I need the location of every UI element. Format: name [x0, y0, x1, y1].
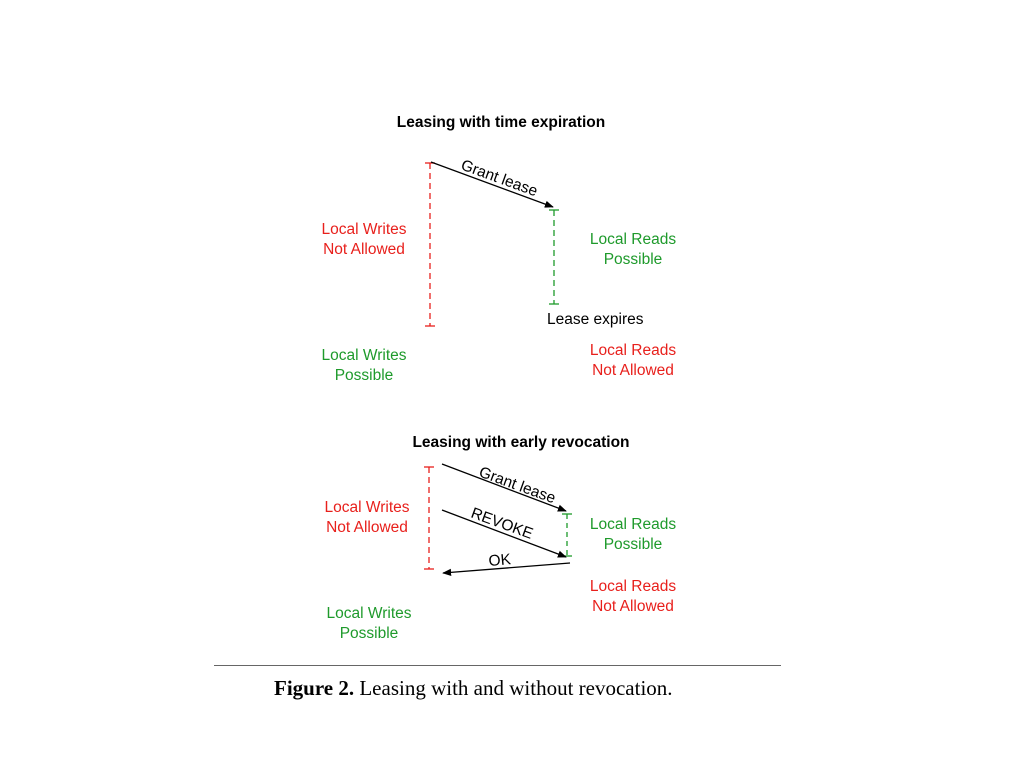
diagram2-reads-not-allowed-line2: Not Allowed: [592, 598, 674, 615]
diagram1-writes-possible-line1: Local Writes: [322, 347, 407, 364]
diagram2-revoke-label: REVOKE: [469, 505, 536, 543]
diagram2-ok-arrow: [442, 562, 571, 576]
diagram2-title: Leasing with early revocation: [412, 434, 629, 451]
diagram2-writes-possible-line1: Local Writes: [327, 605, 412, 622]
diagram1-lease-expires: Lease expires: [547, 311, 644, 328]
diagram-early-revocation: Leasing with early revocation Grant leas…: [325, 434, 677, 642]
diagram2-writes-possible-line2: Possible: [340, 625, 399, 642]
diagram2-grant-label: Grant lease: [477, 464, 558, 507]
diagram2-writes-not-allowed-line1: Local Writes: [325, 499, 410, 516]
diagram2-reads-possible-line1: Local Reads: [590, 516, 676, 533]
diagram2-writes-not-allowed-line2: Not Allowed: [326, 519, 408, 536]
diagram1-reads-possible-interval: [549, 209, 559, 305]
diagram1-reads-possible-line1: Local Reads: [590, 231, 676, 248]
diagram2-writes-blocked-interval: [424, 466, 434, 570]
diagram1-reads-not-allowed-line2: Not Allowed: [592, 362, 674, 379]
diagram1-writes-possible-line2: Possible: [335, 367, 394, 384]
caption-divider: [214, 665, 781, 666]
caption-label: Figure 2.: [274, 676, 355, 700]
diagram2-reads-possible-line2: Possible: [604, 536, 663, 553]
leasing-diagrams: Leasing with time expiration Grant lease…: [322, 114, 677, 642]
diagram1-reads-not-allowed-line1: Local Reads: [590, 342, 676, 359]
diagram1-title: Leasing with time expiration: [397, 114, 605, 131]
diagram2-revoke-arrow: [441, 509, 567, 558]
diagram1-reads-possible-line2: Possible: [604, 251, 663, 268]
diagram2-reads-not-allowed-line1: Local Reads: [590, 578, 676, 595]
diagram1-writes-blocked-interval: [425, 162, 435, 327]
diagram2-grant-arrow: [441, 463, 567, 512]
diagram-time-expiration: Leasing with time expiration Grant lease…: [322, 114, 677, 384]
caption-text: Leasing with and without revocation.: [359, 676, 673, 700]
diagram2-ok-label: OK: [488, 551, 512, 570]
diagram1-grant-label: Grant lease: [459, 157, 540, 200]
diagram1-grant-arrow: [430, 161, 554, 208]
diagram1-writes-not-allowed-line2: Not Allowed: [323, 241, 405, 258]
diagram2-reads-possible-interval: [562, 513, 572, 557]
diagram1-writes-not-allowed-line1: Local Writes: [322, 221, 407, 238]
figure-caption: Figure 2. Leasing with and without revoc…: [274, 676, 673, 701]
